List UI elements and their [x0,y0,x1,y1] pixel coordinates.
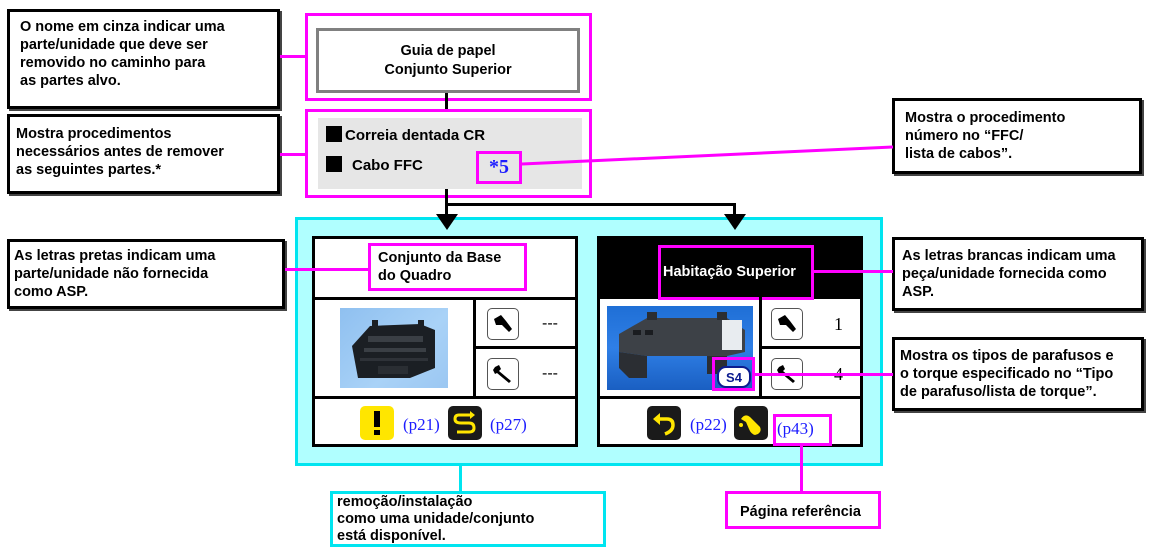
screw-count: 1 [834,314,843,334]
note-line: as partes alvo. [20,73,121,89]
ffc-ref-highlight[interactable]: *5 [476,151,522,184]
page-link[interactable]: (p27) [490,415,527,434]
connector-line [733,203,736,217]
note-white-letters: As letras brancas indicam uma peça/unida… [892,237,1144,311]
frame-base-image [352,320,435,378]
prerequisite-item: Cabo FFC [326,156,423,174]
callout-frame-page-ref [773,414,832,446]
note-line: as seguintes partes.* [16,162,162,178]
arrow-down-icon [724,214,746,230]
unit-name-line: do Quadro [378,268,452,284]
prerequisite-label: Correia dentada CR [345,127,486,144]
note-line: está disponível. [337,528,446,544]
note-line: Mostra o procedimento [905,110,1066,126]
prerequisite-panel: Correia dentada CR Cabo FFC [318,118,582,189]
wrench-icon [487,358,519,390]
unit-name-line: Habitação Superior [663,264,796,280]
screw-icon [487,308,519,340]
unit-name-line: Conjunto da Base [378,250,502,266]
prerequisite-item: Correia dentada CR [326,126,485,144]
prerequisite-label: Cabo FFC [352,157,423,174]
connector-line [445,203,448,217]
bullet-square-icon [326,156,342,172]
note-reference-page: Página referência [725,491,881,529]
divider [312,297,578,300]
divider [473,346,578,349]
divider [312,396,578,399]
note-line: peça/unidade fornecida como [902,266,1107,282]
connector-line [445,93,448,111]
callout-line [755,373,893,376]
routing-icon [448,406,482,440]
page-link[interactable]: (p22) [690,415,727,434]
note-line: Mostra procedimentos [16,126,172,142]
arrow-down-icon [436,214,458,230]
note-line: As letras brancas indicam uma [902,248,1116,264]
note-reference-page-label: Página referência [740,504,861,520]
note-line: Mostra os tipos de parafusos e [900,348,1114,364]
note-unit-removal: remoção/instalação como uma unidade/conj… [330,491,606,547]
note-line: como uma unidade/conjunto [337,511,535,527]
unit-name: Habitação Superior [663,264,796,280]
callout-frame-unit-name [368,243,527,291]
divider [597,396,863,399]
callout-line [800,446,803,493]
note-line: ASP. [902,284,934,300]
note-procedures-before: Mostra procedimentos necessários antes d… [7,114,280,194]
connector-line [445,189,448,203]
reassembly-icon [647,406,681,440]
ffc-ref-number[interactable]: *5 [489,156,509,178]
top-part-name: Guia de papel [400,43,496,59]
note-gray-name: O nome em cinza indicar uma parte/unidad… [7,9,280,109]
screw-icon [771,308,803,340]
top-part-box: Guia de papel Conjunto Superior [316,28,580,93]
callout-line [459,466,462,493]
top-part-name: Conjunto Superior [384,62,512,78]
callout-frame-top-part [305,13,592,101]
note-line: número no “FFC/ [905,128,1024,144]
frame-base-photo [340,308,448,388]
note-line: como ASP. [14,284,89,300]
callout-frame-screw-badge [712,357,755,391]
caution-icon [360,406,394,440]
divider [759,346,863,349]
callout-frame-unit-name [658,245,814,300]
unit-name: Conjunto da Base do Quadro [378,249,501,285]
note-line: necessários antes de remover [16,144,224,160]
note-screw-types: Mostra os tipos de parafusos e o torque … [892,337,1144,411]
callout-line [280,153,306,156]
note-line: lista de cabos”. [905,146,1013,162]
note-line: parte/unidade não fornecida [14,266,209,282]
bullet-square-icon [326,126,342,142]
note-line: parte/unidade que deve ser [20,37,208,53]
note-line: O nome em cinza indicar uma [20,19,225,35]
callout-frame-prerequisites [305,109,592,198]
lubrication-icon [734,406,768,440]
note-black-letters: As letras pretas indicam uma parte/unida… [7,239,285,309]
screw-count: --- [542,315,558,332]
note-line: de parafuso/lista de torque”. [900,384,1097,400]
page-link[interactable]: (p21) [403,415,440,434]
note-line: o torque especificado no “Tipo [900,366,1114,382]
note-ffc-number: Mostra o procedimento número no “FFC/ li… [892,98,1142,174]
torque-count: --- [542,365,558,382]
callout-line [521,145,894,166]
screw-type-badge: S4 [717,366,751,388]
note-line: As letras pretas indicam uma [14,248,216,264]
callout-line [814,270,893,273]
callout-line [285,268,369,271]
connector-line [445,203,736,206]
note-line: removido no caminho para [20,55,206,71]
page-link[interactable]: (p43) [777,419,814,438]
callout-line [280,55,306,58]
note-line: remoção/instalação [337,494,473,510]
